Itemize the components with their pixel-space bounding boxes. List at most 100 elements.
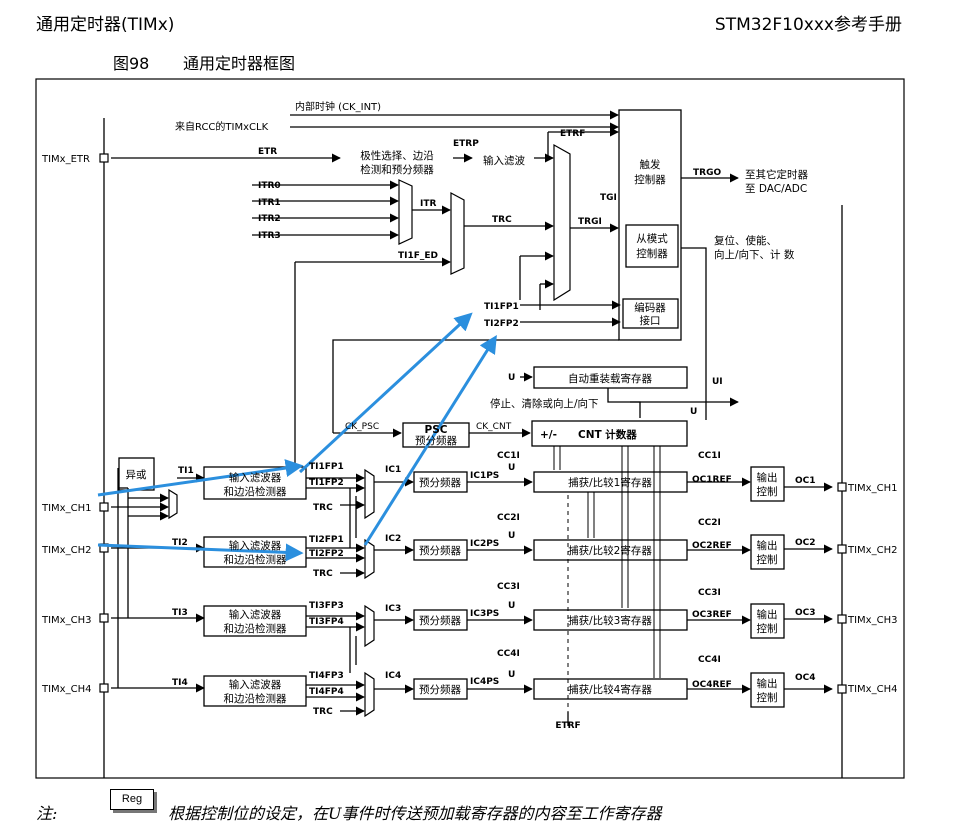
outctl2-line1: 输出 xyxy=(757,539,778,552)
label-ti1fp1: TI1FP1 xyxy=(484,302,519,312)
ccr3-register: 捕获/比较3寄存器 xyxy=(568,614,652,627)
filter1-line1: 输入滤波器 xyxy=(229,471,282,484)
slave-controller-line2: 控制器 xyxy=(636,247,668,260)
xor-block: 异或 xyxy=(126,469,147,481)
to-other-timer-line2: 至 DAC/ADC xyxy=(745,183,807,195)
label-etrf-bottom: ETRF xyxy=(555,721,580,731)
label-ti3: TI3 xyxy=(172,608,188,618)
label-ti1: TI1 xyxy=(178,466,194,476)
filter2-line2: 和边沿检测器 xyxy=(224,553,287,566)
pin-timx-ch4-out: TIMx_CH4 xyxy=(847,684,897,695)
stop-clear-label: 停止、清除或向上/向下 xyxy=(490,397,599,410)
reset-enable-line2: 向上/向下、计 数 xyxy=(714,248,795,261)
filter4-line1: 输入滤波器 xyxy=(229,678,282,691)
label-cc4i-right: CC4I xyxy=(698,655,721,665)
label-ti4: TI4 xyxy=(172,678,188,688)
label-ti1f-ed: TI1F_ED xyxy=(398,251,438,261)
label-oc4ref: OC4REF xyxy=(692,680,732,690)
label-ti3fp3-in: TI3FP3 xyxy=(309,601,344,611)
filter1-line2: 和边沿检测器 xyxy=(224,485,287,498)
label-ti2: TI2 xyxy=(172,538,188,548)
cnt-counter-block: CNT 计数器 xyxy=(578,428,637,441)
page-header-right: STM32F10xxx参考手册 xyxy=(714,15,902,35)
trigger-controller-line2: 控制器 xyxy=(634,173,666,186)
pin-timx-ch4-in: TIMx_CH4 xyxy=(41,684,91,695)
label-ti4fp3-in: TI4FP3 xyxy=(309,671,344,681)
outctl3-line2: 控制 xyxy=(757,622,778,635)
label-u-3: U xyxy=(508,601,515,611)
outctl3-line1: 输出 xyxy=(757,608,778,621)
reset-enable-line1: 复位、使能、 xyxy=(714,234,777,247)
label-ti2fp1-in: TI2FP1 xyxy=(309,535,344,545)
label-ck-int: 内部时钟 (CK_INT) xyxy=(295,100,381,113)
figure-title: 通用定时器框图 xyxy=(183,54,296,73)
label-ic4ps: IC4PS xyxy=(470,677,499,687)
label-rcc: 来自RCC的TIMxCLK xyxy=(175,120,269,133)
outctl4-line1: 输出 xyxy=(757,677,778,690)
label-ic1ps: IC1PS xyxy=(470,471,499,481)
label-cc3i-left: CC3I xyxy=(497,582,520,592)
label-ic1: IC1 xyxy=(385,465,401,475)
pin-timx-ch1-out: TIMx_CH1 xyxy=(847,483,897,494)
label-etrf: ETRF xyxy=(560,129,585,139)
label-cc3i-right: CC3I xyxy=(698,588,721,598)
trigger-controller-line1: 触发 xyxy=(640,158,661,171)
pin-timx-ch3-out: TIMx_CH3 xyxy=(847,615,897,626)
label-trc-1: TRC xyxy=(313,503,333,513)
label-trc-top: TRC xyxy=(492,215,512,225)
ccr1-register: 捕获/比较1寄存器 xyxy=(568,476,652,489)
label-oc2: OC2 xyxy=(795,538,816,548)
etr-filter-block: 输入滤波 xyxy=(483,154,525,167)
label-etr: ETR xyxy=(258,147,277,157)
filter3-line2: 和边沿检测器 xyxy=(224,622,287,635)
label-ti4fp4-in: TI4FP4 xyxy=(309,687,344,697)
label-u-right: U xyxy=(690,407,697,417)
label-trc-2: TRC xyxy=(313,569,333,579)
filter4-line2: 和边沿检测器 xyxy=(224,692,287,705)
label-itr2: ITR2 xyxy=(258,214,281,224)
prescaler-3: 预分频器 xyxy=(419,614,461,627)
polarity-block-line1: 极性选择、边沿 xyxy=(360,149,434,162)
label-ic3: IC3 xyxy=(385,604,401,614)
polarity-block-line2: 检测和预分频器 xyxy=(360,163,434,176)
cnt-sign: +/- xyxy=(540,429,557,441)
prescaler-4: 预分频器 xyxy=(419,683,461,696)
label-ic3ps: IC3PS xyxy=(470,609,499,619)
label-oc4: OC4 xyxy=(795,673,816,683)
label-ic4: IC4 xyxy=(385,671,401,681)
pin-timx-etr: TIMx_ETR xyxy=(41,154,90,165)
outctl1-line1: 输出 xyxy=(757,471,778,484)
label-cc1i-left: CC1I xyxy=(497,451,520,461)
label-itr0: ITR0 xyxy=(258,181,281,191)
label-itr: ITR xyxy=(420,199,436,209)
pin-timx-ch3-in: TIMx_CH3 xyxy=(41,615,91,626)
label-cc2i-right: CC2I xyxy=(698,518,721,528)
psc-block-line2: 预分频器 xyxy=(415,434,457,447)
label-u-1: U xyxy=(508,463,515,473)
label-ic2ps: IC2PS xyxy=(470,539,499,549)
label-itr1: ITR1 xyxy=(258,198,281,208)
label-cc2i-left: CC2I xyxy=(497,513,520,523)
label-trgi: TRGI xyxy=(578,217,602,227)
label-u-4: U xyxy=(508,670,515,680)
label-oc3ref: OC3REF xyxy=(692,610,732,620)
outctl1-line2: 控制 xyxy=(757,485,778,498)
pin-timx-ch2-in: TIMx_CH2 xyxy=(41,545,91,556)
ccr4-register: 捕获/比较4寄存器 xyxy=(568,683,652,696)
highlight-arrows xyxy=(97,312,497,562)
pin-timx-ch2-out: TIMx_CH2 xyxy=(847,545,897,556)
label-ck-psc: CK_PSC xyxy=(345,422,379,432)
outctl2-line2: 控制 xyxy=(757,553,778,566)
filter3-line1: 输入滤波器 xyxy=(229,608,282,621)
label-ti1fp2-in: TI1FP2 xyxy=(309,478,344,488)
reg-badge: Reg xyxy=(110,789,154,810)
label-oc1: OC1 xyxy=(795,476,816,486)
label-oc1ref: OC1REF xyxy=(692,475,732,485)
label-u-arr: U xyxy=(508,373,515,383)
label-itr3: ITR3 xyxy=(258,231,281,241)
auto-reload-register: 自动重装载寄存器 xyxy=(568,372,652,385)
label-tgi: TGI xyxy=(600,193,617,203)
slave-controller-line1: 从模式 xyxy=(636,232,668,245)
label-oc3: OC3 xyxy=(795,608,816,618)
